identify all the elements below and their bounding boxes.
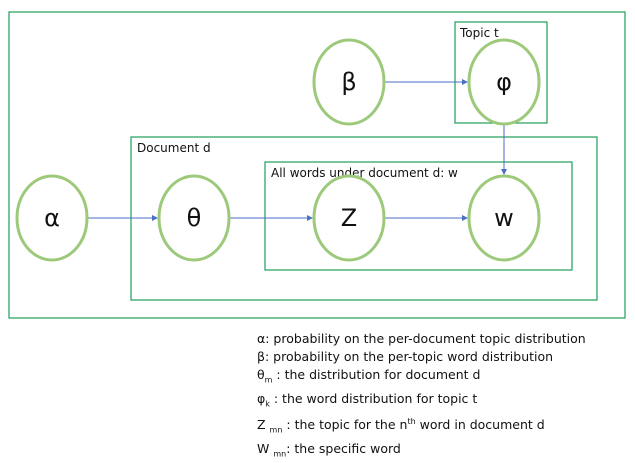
legend-item-w: W mn: the specific word [257,440,401,459]
document-plate-label: Document d [137,141,211,155]
svg-text:Z: Z [341,204,357,232]
svg-text:φ: φ [496,68,512,96]
node-phi: φ [467,38,541,126]
words-plate [264,161,573,271]
node-theta: θ [157,174,231,262]
node-z: Z [312,174,386,262]
legend-item-z: Z mn : the topic for the nth word in doc… [257,417,545,435]
legend-item-phi: φk : the word distribution for topic t [257,390,478,409]
svg-text:α: α [44,204,60,232]
words-plate-label: All words under document d: w [271,166,458,180]
svg-text:w: w [494,204,514,232]
legend: α: probability on the per-document topic… [257,330,586,463]
legend-item-alpha: α: probability on the per-document topic… [257,331,586,346]
lda-diagram: Topic t Document d All words under docum… [8,11,626,319]
legend-item-theta: θm : the distribution for document d [257,367,481,385]
node-alpha: α [15,174,89,262]
node-w: w [467,174,541,262]
legend-item-beta: β: probability on the per-topic word dis… [257,349,554,364]
svg-text:β: β [341,68,356,96]
svg-text:θ: θ [187,204,202,232]
node-beta: β [312,38,386,126]
topic-plate-label: Topic t [459,26,499,40]
outer-plate [8,11,626,319]
